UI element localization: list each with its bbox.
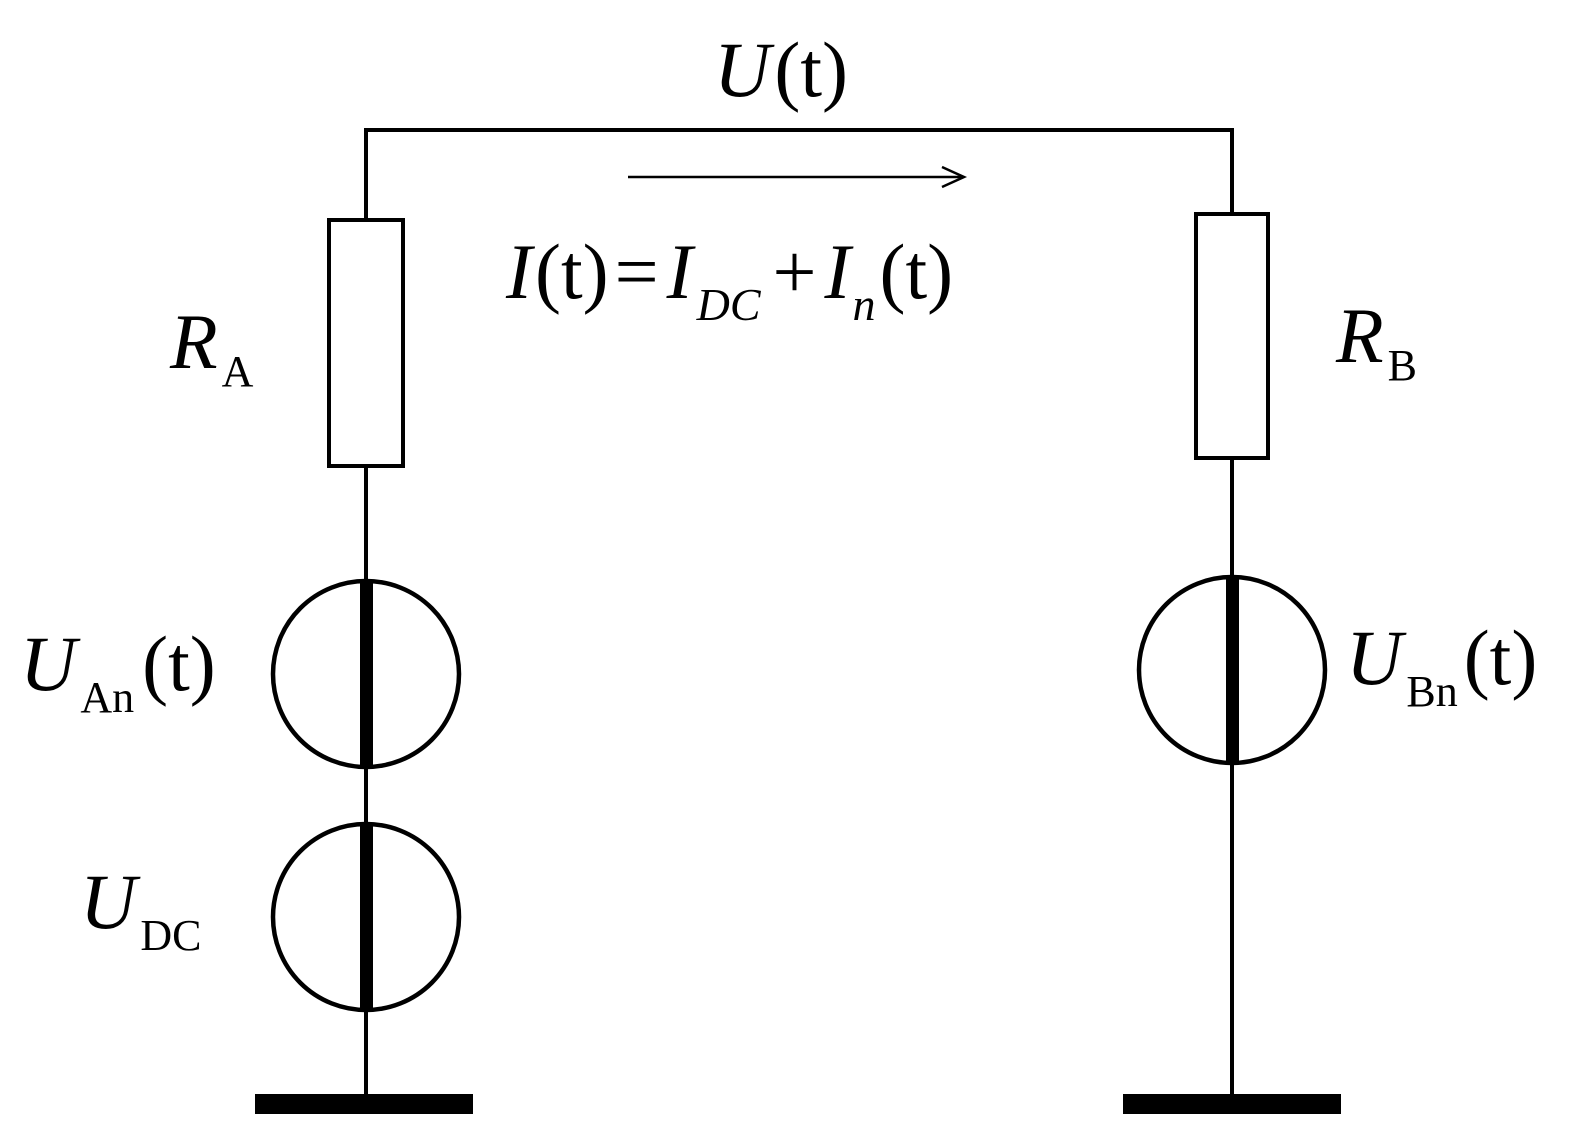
ground-right bbox=[1123, 1094, 1341, 1114]
current-eq-term1-sub: DC bbox=[696, 279, 762, 330]
current-eq-term2: I bbox=[824, 228, 855, 315]
wires bbox=[364, 128, 1234, 1096]
voltage-label-arg: (t) bbox=[774, 26, 848, 113]
current-eq-equals: = bbox=[615, 228, 659, 315]
source-bn-label-arg: (t) bbox=[1464, 614, 1538, 701]
current-arrow bbox=[628, 165, 968, 189]
resistor-a-label-main: R bbox=[169, 298, 218, 385]
source-bn bbox=[1136, 574, 1328, 766]
current-equation: I(t)=IDC+In(t) bbox=[505, 228, 953, 330]
top-wire bbox=[364, 128, 1234, 220]
source-an-label: UAn(t) bbox=[20, 620, 216, 722]
source-an-label-arg: (t) bbox=[142, 620, 216, 707]
resistor-b bbox=[1194, 212, 1270, 460]
resistor-b-label-sub: B bbox=[1388, 341, 1417, 390]
current-eq-term2-arg: (t) bbox=[879, 228, 953, 315]
source-bn-label: UBn(t) bbox=[1346, 614, 1537, 716]
source-dc-label-main: U bbox=[80, 858, 141, 945]
resistor-b-label: RB bbox=[1335, 292, 1417, 390]
source-an-label-main: U bbox=[20, 620, 81, 707]
current-eq-lhs: I bbox=[505, 228, 536, 315]
resistor-b-label-main: R bbox=[1335, 292, 1384, 379]
source-an-bar bbox=[360, 581, 373, 767]
source-bn-label-main: U bbox=[1346, 614, 1407, 701]
current-eq-term2-sub: n bbox=[852, 279, 875, 330]
current-eq-term1: I bbox=[666, 228, 697, 315]
resistor-a bbox=[327, 218, 405, 468]
current-eq-plus: + bbox=[773, 228, 817, 315]
source-bn-label-sub: Bn bbox=[1406, 667, 1457, 716]
voltage-label: U(t) bbox=[714, 26, 848, 113]
resistor-a-label-sub: A bbox=[222, 347, 254, 396]
source-bn-bar bbox=[1226, 577, 1239, 763]
current-eq-lhs-arg: (t) bbox=[535, 228, 609, 315]
source-dc-label: UDC bbox=[80, 858, 201, 960]
source-dc-bar bbox=[360, 824, 373, 1010]
source-dc-label-sub: DC bbox=[140, 911, 201, 960]
current-arrow-head bbox=[941, 165, 968, 189]
source-an bbox=[270, 578, 462, 770]
voltage-label-main: U bbox=[714, 26, 775, 113]
source-an-label-sub: An bbox=[80, 673, 134, 722]
source-dc bbox=[270, 821, 462, 1013]
ground-left bbox=[255, 1094, 473, 1114]
resistor-a-label: RA bbox=[169, 298, 254, 396]
